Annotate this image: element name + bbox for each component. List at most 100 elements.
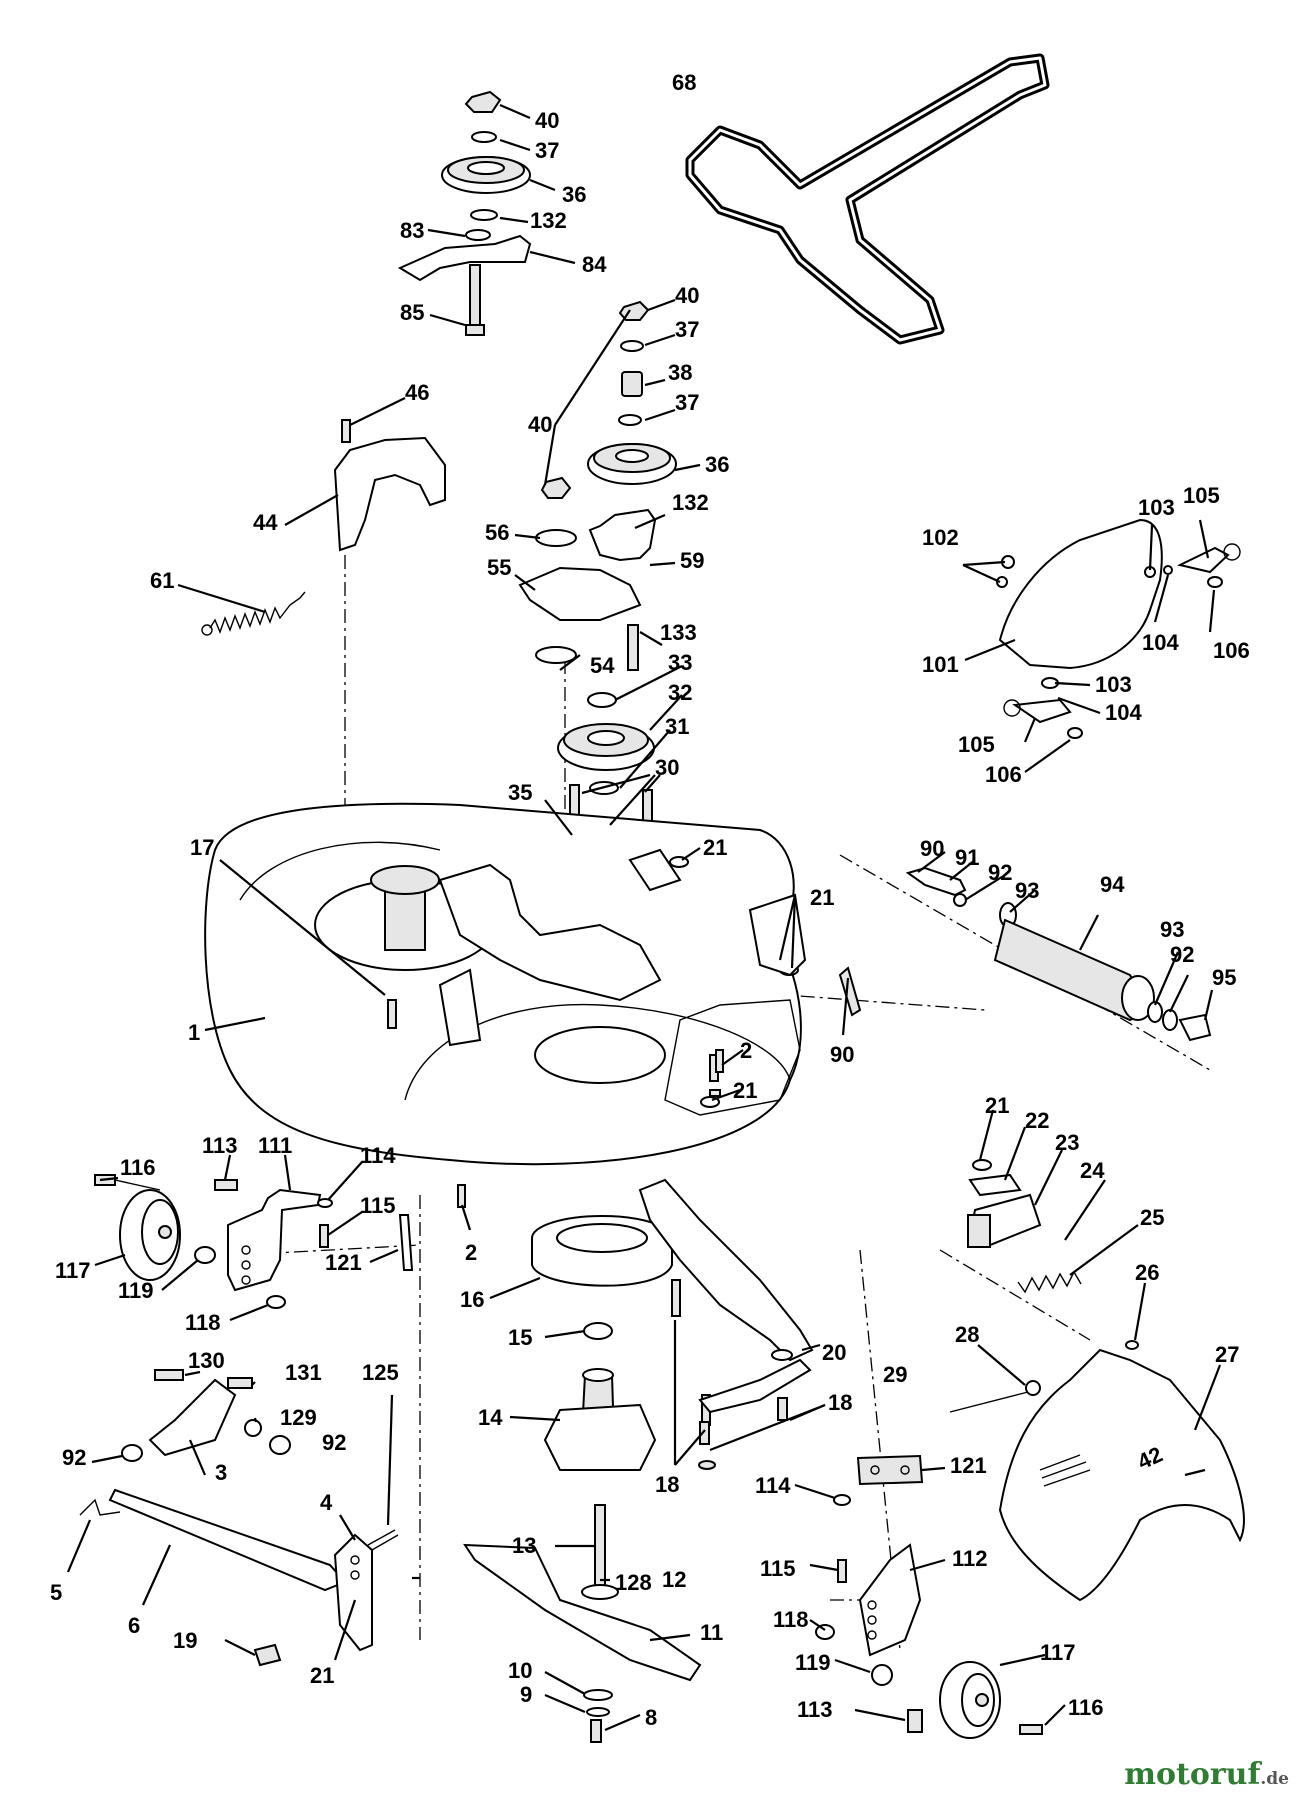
callout-label: 12	[662, 1567, 686, 1592]
callout-label: 68	[672, 70, 696, 95]
callout-label: 119	[118, 1278, 154, 1303]
blade-spindle-assembly	[463, 1215, 702, 1743]
callout-label: 11	[700, 1620, 723, 1645]
watermark-name: motoruf	[1124, 1757, 1261, 1792]
callout-label: 105	[1183, 483, 1220, 508]
callout-label: 105	[958, 732, 995, 757]
callout-label: 31	[665, 714, 689, 739]
belt-guard	[333, 419, 446, 552]
callout-label: 93	[1015, 878, 1039, 903]
callout-label: 54	[590, 653, 615, 678]
leader-lines	[66, 103, 1222, 1732]
callout-label: 95	[1212, 965, 1236, 990]
hanger-bracket	[638, 1178, 814, 1414]
callout-label: 121	[950, 1453, 987, 1478]
callout-label: 28	[955, 1322, 979, 1347]
callout-label: 21	[310, 1663, 334, 1688]
deflector-shield-upper	[996, 518, 1241, 739]
callout-label: 20	[822, 1340, 846, 1365]
callout-label: 103	[1138, 495, 1175, 520]
callout-label: 128	[615, 1570, 652, 1595]
callout-label: 25	[1140, 1205, 1164, 1230]
callout-label: 94	[1100, 872, 1125, 897]
callout-label: 17	[190, 835, 214, 860]
callout-label: 21	[810, 885, 834, 910]
callout-label: 93	[1160, 917, 1184, 942]
discharge-chute: 42	[949, 1340, 1245, 1602]
callout-label: 132	[672, 490, 709, 515]
callout-label: 18	[828, 1390, 852, 1415]
callout-label: 106	[985, 762, 1022, 787]
callout-label: 55	[487, 555, 511, 580]
callout-label: 91	[955, 845, 979, 870]
spring-bracket	[967, 1159, 1082, 1294]
callout-label: 29	[883, 1362, 907, 1387]
callout-label: 118	[185, 1310, 221, 1335]
callout-label: 83	[400, 218, 424, 243]
callout-label: 4	[320, 1490, 333, 1515]
callout-label: 24	[1080, 1158, 1105, 1183]
callout-label: 59	[680, 548, 704, 573]
callout-label: 113	[202, 1133, 238, 1158]
callout-label: 132	[530, 208, 567, 233]
callout-label: 33	[668, 650, 692, 675]
callout-label: 116	[1068, 1695, 1104, 1720]
callout-label: 85	[400, 300, 424, 325]
mower-deck	[204, 802, 802, 1166]
callout-label: 56	[485, 520, 509, 545]
callout-label: 104	[1105, 700, 1142, 725]
callout-labels: 1 2 2 3 4 5 6 8 9 10 11 12 13 14 15 16 1…	[50, 70, 1250, 1730]
callout-label: 119	[795, 1650, 831, 1675]
callout-label: 131	[285, 1360, 322, 1385]
anti-scalp-roller	[905, 866, 1212, 1042]
callout-label: 36	[705, 452, 729, 477]
callout-label: 2	[465, 1240, 477, 1265]
callout-label: 117	[55, 1258, 91, 1283]
callout-label: 16	[460, 1287, 484, 1312]
callout-label: 121	[325, 1250, 362, 1275]
callout-label: 113	[797, 1697, 833, 1722]
callout-label: 92	[1170, 942, 1194, 967]
callout-label: 37	[675, 317, 699, 342]
callout-label: 18	[655, 1472, 679, 1497]
callout-label: 90	[830, 1042, 854, 1067]
callout-label: 112	[952, 1546, 988, 1571]
callout-label: 35	[508, 780, 532, 805]
callout-label: 21	[703, 835, 727, 860]
callout-label: 2	[740, 1038, 752, 1063]
callout-label: 92	[988, 860, 1012, 885]
callout-label: 13	[512, 1533, 536, 1558]
callout-label: 102	[922, 525, 959, 550]
lower-idler-pulley-assembly	[518, 300, 677, 671]
callout-label: 1	[188, 1020, 200, 1045]
callout-label: 21	[985, 1093, 1009, 1118]
callout-label: 130	[188, 1348, 225, 1373]
callout-label: 92	[322, 1430, 346, 1455]
callout-label: 46	[405, 380, 429, 405]
callout-label: 14	[478, 1405, 503, 1430]
callout-label: 38	[668, 360, 692, 385]
callout-label: 37	[675, 390, 699, 415]
callout-label: 40	[675, 283, 699, 308]
callout-label: 19	[173, 1628, 197, 1653]
callout-label: 104	[1142, 630, 1179, 655]
watermark-logo: motoruf.de	[1124, 1757, 1289, 1792]
callout-label: 30	[655, 755, 679, 780]
callout-label: 103	[1095, 672, 1132, 697]
callout-label: 32	[668, 680, 692, 705]
callout-label: 21	[733, 1078, 757, 1103]
callout-label: 15	[508, 1325, 532, 1350]
callout-label: 133	[660, 620, 697, 645]
callout-label: 40	[528, 412, 552, 437]
callout-label: 9	[520, 1682, 532, 1707]
callout-label: 5	[50, 1580, 62, 1605]
callout-label: 117	[1040, 1640, 1076, 1665]
callout-label: 40	[535, 108, 559, 133]
callout-label: 129	[280, 1405, 317, 1430]
callout-label: 115	[760, 1556, 796, 1581]
callout-label: 106	[1213, 638, 1250, 663]
callout-label: 44	[253, 510, 278, 535]
callout-label: 92	[62, 1445, 86, 1470]
callout-label: 36	[562, 182, 586, 207]
callout-label: 3	[215, 1460, 227, 1485]
